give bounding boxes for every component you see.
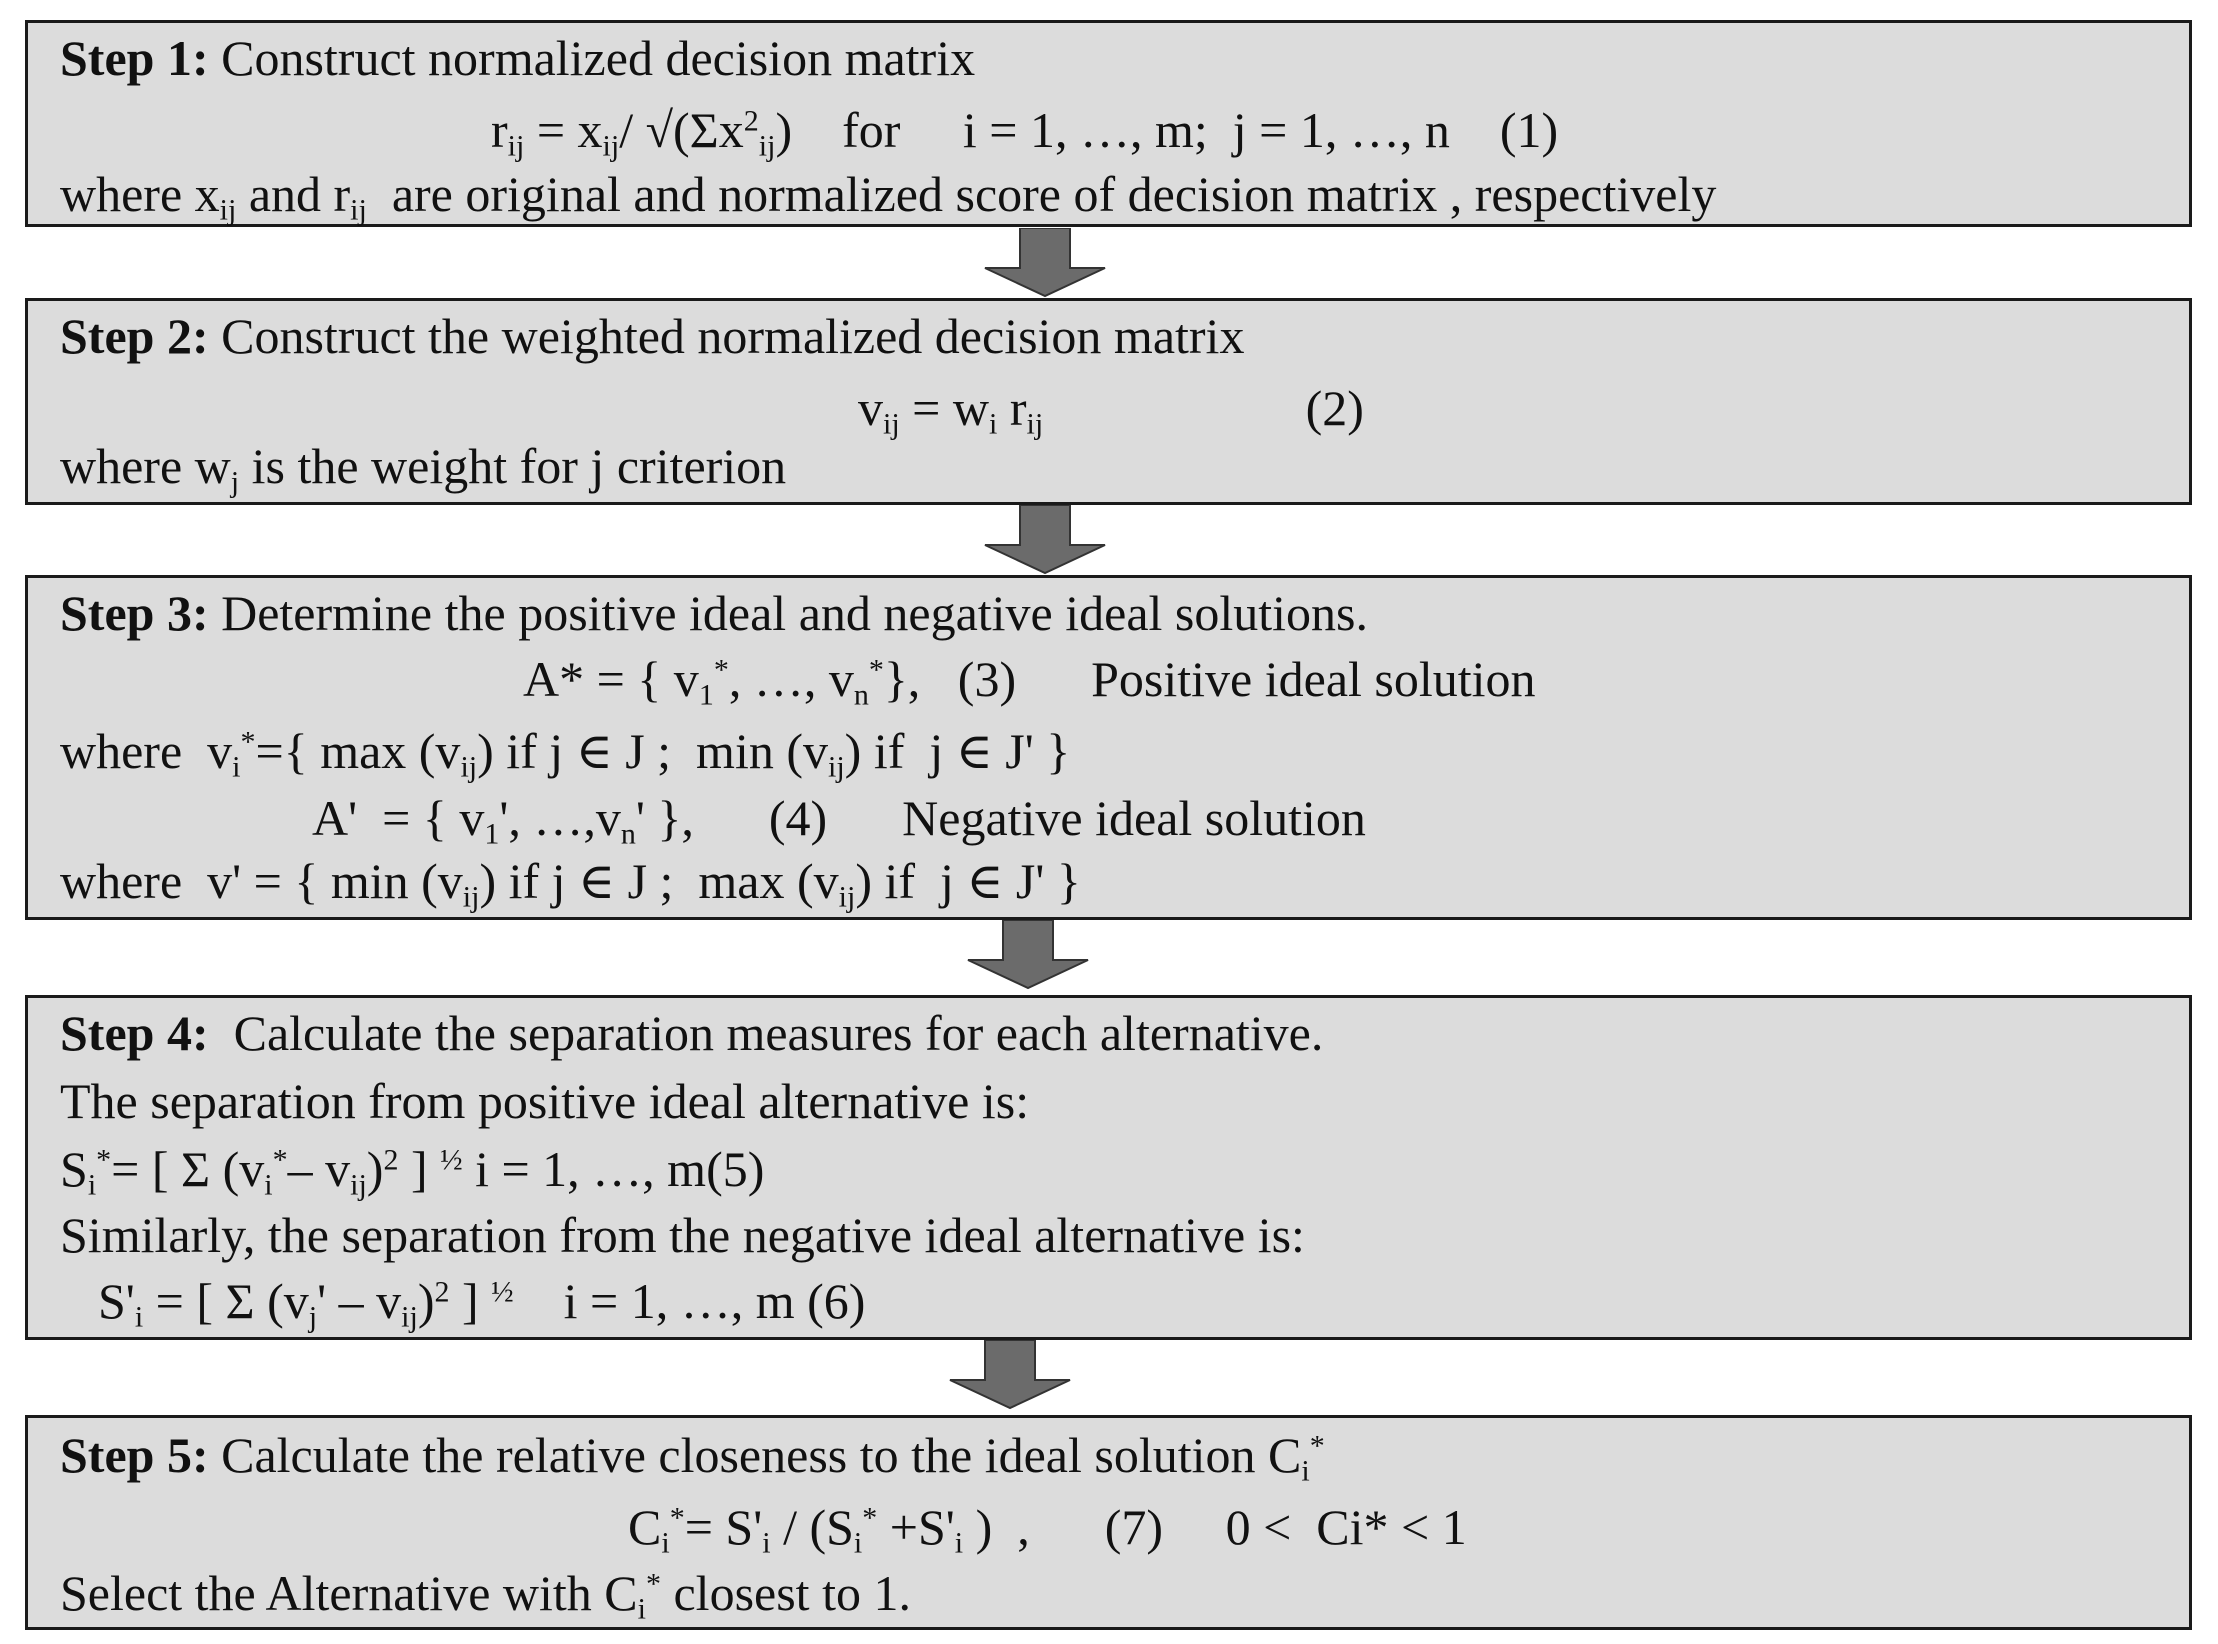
step-1-note: where xij and rij are original and norma… <box>60 166 1717 227</box>
step-5-note: Select the Alternative with Ci* closest … <box>60 1565 911 1626</box>
step-2-note: where wj is the weight for j criterion <box>60 438 787 499</box>
step-1-heading: Step 1: Construct normalized decision ma… <box>60 33 975 83</box>
step-3-label: Step 3: <box>60 585 209 641</box>
step-3-heading: Step 3: Determine the positive ideal and… <box>60 588 1368 638</box>
step-4-formula-negative: S'i = [ Σ (vj' – vij)2 ] ½ i = 1, …, m (… <box>98 1273 866 1334</box>
step-5-label: Step 5: <box>60 1427 209 1483</box>
step-4-positive-intro: The separation from positive ideal alter… <box>60 1073 1030 1129</box>
arrow-1-2 <box>984 228 1106 298</box>
step-2-formula: vij = wi rij (2) <box>858 380 1364 441</box>
step-5-heading: Step 5: Calculate the relative closeness… <box>60 1427 1325 1488</box>
step-1-formula: rij = xij/ √(Σx2ij) for i = 1, …, m; j =… <box>491 102 1559 163</box>
step-2-title: Construct the weighted normalized decisi… <box>221 308 1245 364</box>
arrow-3-4 <box>967 920 1089 990</box>
step-5-formula: Ci*= S'i / (Si* +S'i ) , (7) 0 < Ci* < 1 <box>628 1499 1467 1560</box>
step-3-where-positive: where vi*={ max (vij) if j ∈ J ; min (vi… <box>60 723 1071 784</box>
step-4-label: Step 4: <box>60 1005 209 1061</box>
step-1-title: Construct normalized decision matrix <box>221 30 976 86</box>
step-4-box: Step 4: Calculate the separation measure… <box>25 995 2192 1340</box>
step-5-box: Step 5: Calculate the relative closeness… <box>25 1415 2192 1630</box>
step-2-box: Step 2: Construct the weighted normalize… <box>25 298 2192 505</box>
step-3-where-negative: where v' = { min (vij) if j ∈ J ; max (v… <box>60 853 1081 914</box>
step-4-title: Calculate the separation measures for ea… <box>233 1005 1324 1061</box>
arrow-2-3 <box>984 505 1106 575</box>
step-3-box: Step 3: Determine the positive ideal and… <box>25 575 2192 920</box>
step-5-title: Calculate the relative closeness to the … <box>221 1427 1325 1488</box>
step-4-formula-positive: Si*= [ Σ (vi*– vij)2 ] ½ i = 1, …, m(5) <box>60 1141 765 1202</box>
step-3-formula-negative: A' = { v1', …,vn' }, (4) Negative ideal … <box>312 790 1366 851</box>
step-2-label: Step 2: <box>60 308 209 364</box>
step-3-formula-positive: A* = { v1*, …, vn*}, (3) Positive ideal … <box>523 651 1536 712</box>
step-1-box: Step 1: Construct normalized decision ma… <box>25 20 2192 227</box>
step-4-heading: Step 4: Calculate the separation measure… <box>60 1008 1323 1058</box>
step-1-label: Step 1: <box>60 30 209 86</box>
step-2-heading: Step 2: Construct the weighted normalize… <box>60 311 1244 361</box>
step-3-title: Determine the positive ideal and negativ… <box>221 585 1369 641</box>
step-4-negative-intro: Similarly, the separation from the negat… <box>60 1207 1305 1263</box>
arrow-4-5 <box>949 1340 1071 1410</box>
